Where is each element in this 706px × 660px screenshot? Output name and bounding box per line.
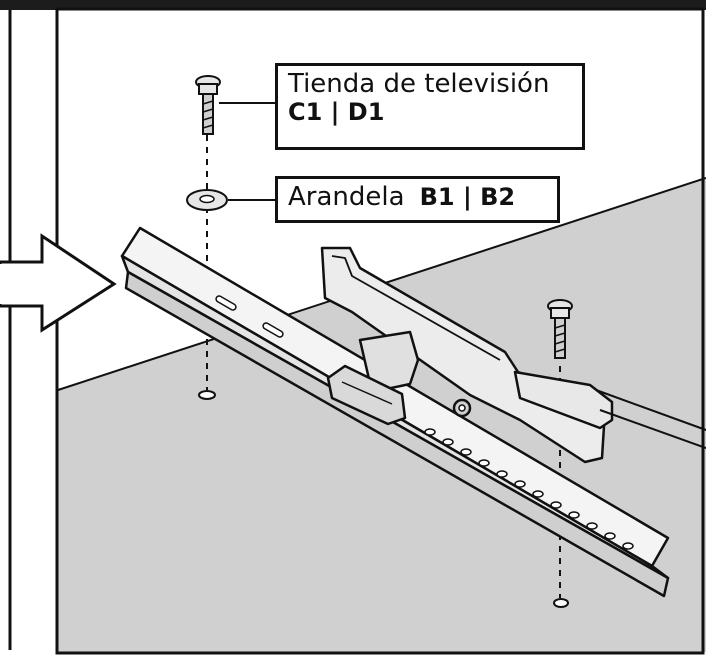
screw-codes: C1 | D1 xyxy=(288,98,385,127)
diagram-frame xyxy=(55,7,705,655)
mount-hole-left xyxy=(198,390,216,400)
washer-callout: Arandela B1 | B2 xyxy=(275,176,560,223)
direction-arrow-icon xyxy=(0,233,117,333)
screw-icon xyxy=(195,75,221,135)
mount-bracket-icon xyxy=(120,226,706,598)
screw-label: Tienda de televisión xyxy=(288,69,550,99)
screw-callout: Tienda de televisión C1 | D1 xyxy=(275,63,585,150)
washer-label: Arandela xyxy=(288,182,405,212)
screw-icon xyxy=(547,299,573,359)
washer-icon xyxy=(186,189,228,211)
top-bar xyxy=(0,0,706,10)
washer-codes: B1 | B2 xyxy=(419,183,516,211)
mount-hole-right xyxy=(553,598,569,608)
